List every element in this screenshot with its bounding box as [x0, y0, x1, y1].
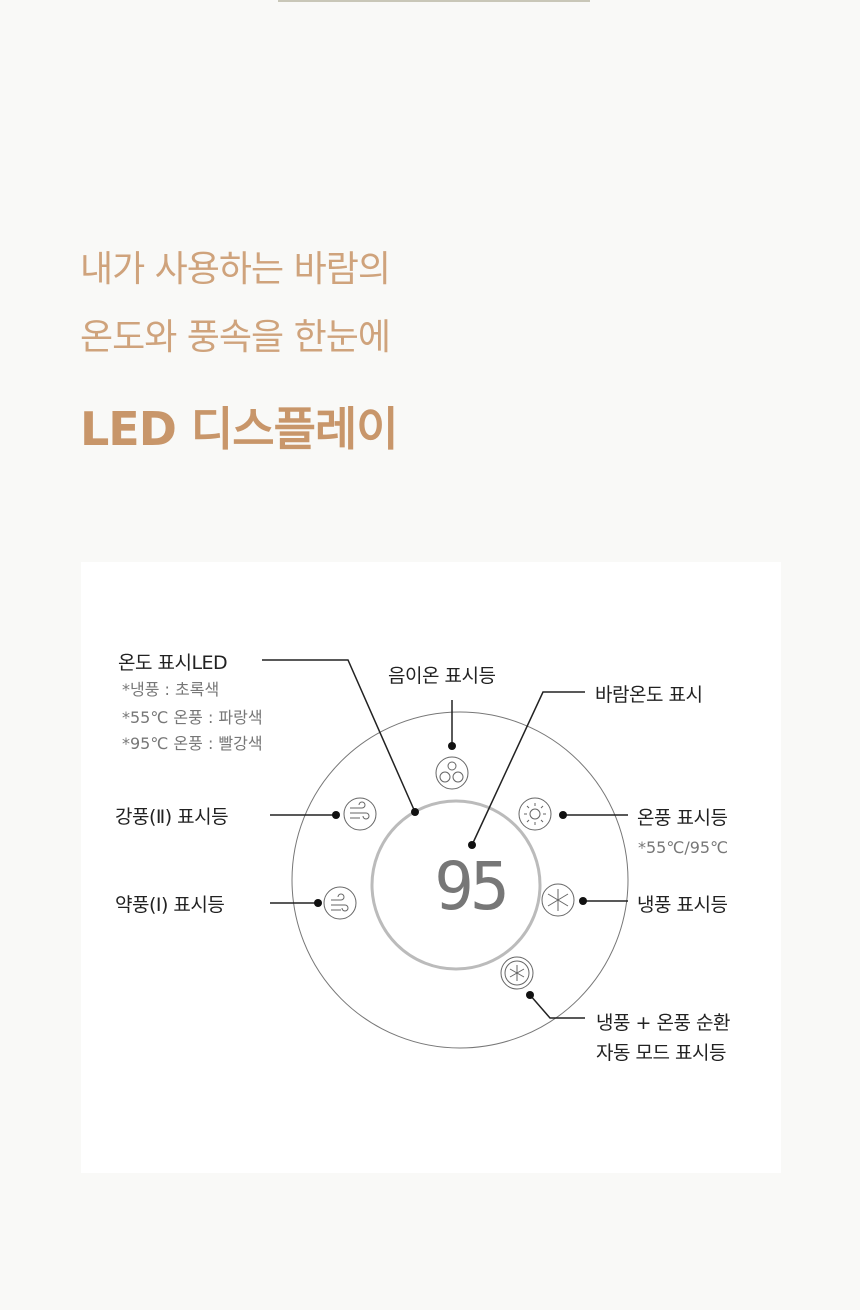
heading-title: LED 디스플레이: [80, 402, 399, 456]
weak-wind-icon: [323, 886, 357, 920]
label-wind-temp: 바람온도 표시: [595, 684, 703, 706]
heading-line2: 온도와 풍속을 한눈에: [80, 317, 391, 358]
label-auto-line2: 자동 모드 표시등: [596, 1042, 726, 1064]
note-95: *95℃ 온풍 : 빨강색: [122, 734, 263, 753]
ion-icon: [435, 756, 469, 790]
strong-wind-icon: [343, 797, 377, 831]
label-weak: 약풍(Ⅰ) 표시등: [115, 894, 225, 916]
note-55: *55℃ 온풍 : 파랑색: [122, 708, 263, 727]
leader-lines: [262, 659, 628, 1019]
heading-line1: 내가 사용하는 바람의: [80, 249, 391, 290]
auto-mode-icon: [500, 956, 534, 990]
temperature-readout: 95: [434, 848, 505, 925]
label-cool: 냉풍 표시등: [637, 894, 728, 916]
diagram-panel: [81, 562, 781, 1173]
sun-icon: [518, 797, 552, 831]
note-cool: *냉풍 : 초록색: [122, 680, 220, 699]
label-auto-line1: 냉풍 + 온풍 순환: [596, 1012, 730, 1034]
outer-ring: [291, 711, 629, 1049]
label-ion: 음이온 표시등: [388, 665, 496, 687]
snowflake-icon: [541, 883, 575, 917]
divider: [278, 0, 590, 2]
display-ring: [370, 799, 542, 971]
label-strong: 강풍(Ⅱ) 표시등: [115, 806, 229, 828]
leader-dots: [314, 742, 587, 999]
label-warm: 온풍 표시등: [637, 807, 728, 829]
label-temp-led: 온도 표시LED: [118, 652, 228, 674]
note-warm: *55℃/95℃: [638, 838, 729, 857]
